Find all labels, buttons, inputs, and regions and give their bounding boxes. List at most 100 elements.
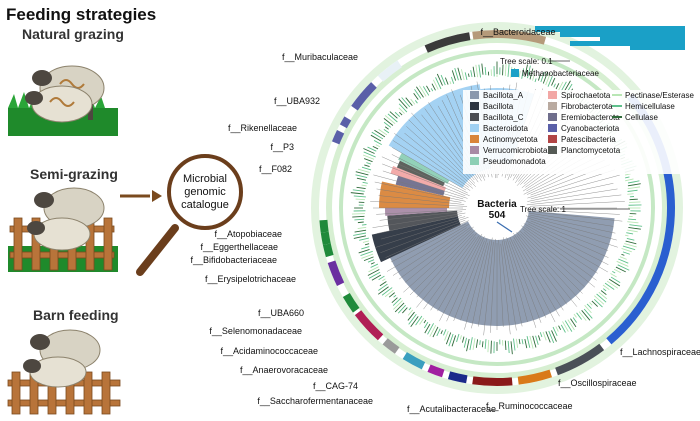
enzyme-spike	[443, 329, 447, 336]
branch-line	[529, 201, 625, 207]
enzyme-spike	[600, 290, 607, 296]
enzyme-spike	[627, 221, 639, 224]
branch-line	[378, 195, 465, 205]
family-arc	[424, 32, 471, 53]
enzyme-spike	[372, 145, 379, 150]
semi-grazing-label: Semi-grazing	[30, 166, 118, 182]
enzyme-spike	[351, 213, 365, 215]
branch-line	[519, 230, 583, 294]
enzyme-spike	[440, 74, 446, 86]
enzyme-spike	[627, 186, 641, 190]
enzyme-spike	[370, 262, 375, 265]
enzyme-spike	[581, 310, 591, 321]
enzyme-spike	[545, 331, 551, 343]
enzyme-spike	[466, 338, 470, 352]
enzyme-spike	[389, 111, 398, 119]
enzyme-spike	[627, 183, 641, 187]
enzyme-spike	[397, 304, 407, 314]
enzyme-spike	[515, 338, 519, 348]
legend-label: Eremiobacterota	[561, 113, 620, 122]
legend-enzyme-label: Pectinase/Esterase	[625, 91, 694, 100]
enzyme-spike	[484, 67, 487, 76]
legend-swatch	[548, 102, 557, 110]
enzyme-spike	[625, 240, 637, 245]
enzyme-spike	[612, 271, 616, 274]
enzyme-spike	[363, 256, 374, 262]
enzyme-spike	[373, 140, 382, 145]
enzyme-spike	[621, 253, 625, 256]
branch-line	[464, 242, 488, 330]
enzyme-spike	[627, 229, 638, 233]
enzyme-spike	[384, 115, 396, 125]
family-label: f__Saccharofermentanaceae	[257, 396, 373, 406]
enzyme-spike	[430, 88, 434, 92]
branch-line	[376, 215, 462, 234]
enzyme-spike	[459, 335, 462, 340]
enzyme-spike	[578, 311, 587, 321]
enzyme-spike	[423, 319, 427, 324]
branch-line	[471, 240, 491, 329]
legend-label: Spirochaetota	[561, 91, 611, 100]
enzyme-spike	[393, 294, 397, 298]
enzyme-spike	[573, 313, 577, 318]
enzyme-spike	[413, 93, 419, 100]
enzyme-spike	[352, 215, 365, 218]
family-label: f__Lachnospiraceae	[620, 347, 700, 357]
enzyme-spike	[355, 198, 366, 201]
branch-line	[437, 233, 483, 312]
legend-enzyme-label: Cellulase	[625, 113, 658, 122]
branch-line	[409, 229, 476, 296]
branch-line	[423, 237, 477, 310]
family-arc	[351, 82, 377, 111]
family-label: f__Erysipelotrichaceae	[205, 274, 296, 284]
enzyme-spike	[627, 180, 640, 184]
branch-line	[523, 223, 608, 273]
family-arc	[322, 243, 334, 258]
enzyme-spike	[472, 66, 476, 78]
enzyme-spike	[451, 70, 457, 81]
legend-swatch	[548, 146, 557, 154]
enzyme-spike	[625, 234, 629, 237]
legend-swatch	[548, 135, 557, 143]
branch-line	[446, 236, 485, 322]
legend-swatch	[470, 135, 479, 143]
enzyme-spike	[432, 326, 439, 338]
branch-line	[530, 188, 618, 203]
branch-line	[398, 227, 471, 280]
enzyme-spike	[606, 280, 619, 289]
enzyme-spike	[360, 250, 373, 256]
enzyme-spike	[510, 341, 513, 355]
family-label: f__Ruminococcaceae	[486, 401, 573, 411]
family-label: f__Rikenellaceae	[228, 123, 297, 133]
legend-label: Bacillota_A	[483, 91, 524, 100]
enzyme-spike	[481, 63, 484, 75]
enzyme-spike	[542, 331, 547, 341]
enzyme-spike	[402, 307, 408, 314]
enzyme-spike	[405, 97, 413, 106]
branch-line	[408, 119, 476, 187]
enzyme-spike	[362, 240, 370, 243]
enzyme-spike	[622, 245, 636, 251]
enzyme-spike	[555, 326, 559, 332]
branch-line	[522, 228, 596, 288]
enzyme-spike	[518, 70, 521, 78]
enzyme-spike	[548, 330, 555, 344]
enzyme-spike	[622, 251, 630, 255]
enzyme-spike	[355, 174, 368, 178]
enzyme-spike	[504, 63, 507, 77]
enzyme-spike	[445, 332, 452, 345]
branch-line	[391, 154, 468, 194]
enzyme-spike	[513, 338, 516, 351]
barn-feeding-illustration	[7, 329, 121, 415]
branch-line	[382, 163, 466, 197]
enzyme-spike	[354, 229, 367, 233]
family-arc	[402, 352, 426, 370]
branch-line	[381, 156, 470, 196]
enzyme-spike	[364, 158, 373, 163]
enzyme-spike	[352, 189, 365, 192]
enzyme-spike	[608, 278, 621, 287]
clade-pseudomonadota	[398, 153, 450, 184]
enzyme-spike	[625, 178, 634, 182]
